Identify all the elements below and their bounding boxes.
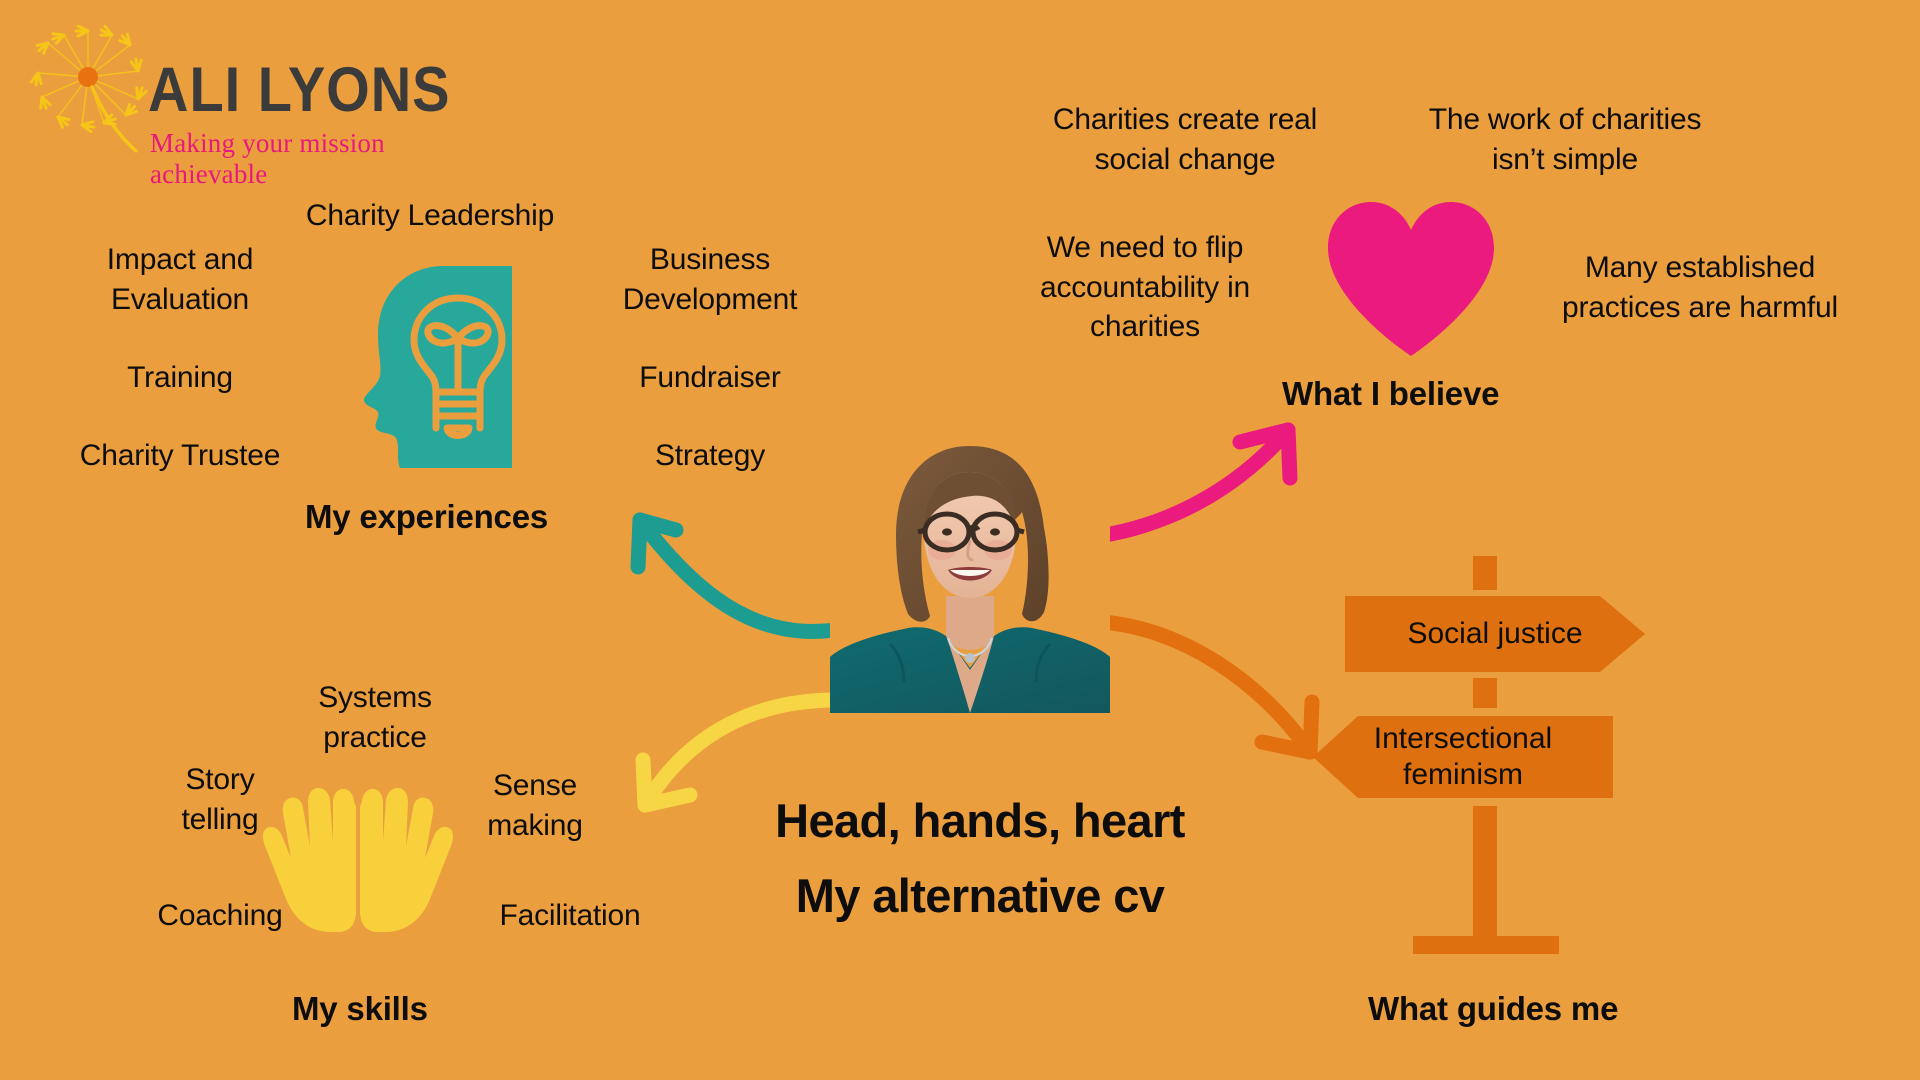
- experience-item-impact-and-evaluation: Impact and Evaluation: [106, 243, 254, 316]
- signpost-icon: Social justice Intersectional feminism: [1313, 548, 1675, 988]
- cluster-heading-skills: My skills: [292, 990, 428, 1027]
- signpost-post-top: [1473, 556, 1497, 590]
- belief-item-not-simple: The work of charities isn’t simple: [1428, 103, 1702, 176]
- open-hands-icon: [258, 780, 458, 940]
- experience-item-training: Training: [127, 361, 233, 394]
- experience-item-strategy: Strategy: [654, 439, 766, 472]
- signpost-post-middle: [1473, 678, 1497, 708]
- experience-item-charity-trustee: Charity Trustee: [79, 439, 281, 472]
- skill-item-sense-making: Sense making: [487, 769, 583, 842]
- portrait-photo: [830, 438, 1110, 713]
- signpost-sign-social-justice[interactable]: Social justice: [1345, 596, 1645, 672]
- experience-item-business-development: Business Development: [622, 243, 798, 316]
- skill-item-systems-practice: Systems practice: [318, 681, 432, 754]
- signpost-base: [1413, 936, 1559, 954]
- belief-item-flip-accountability: We need to flip accountability in charit…: [1039, 231, 1251, 344]
- signpost-sign-intersectional-feminism[interactable]: Intersectional feminism: [1313, 716, 1613, 798]
- brand-tagline: Making your mission achievable: [150, 128, 385, 189]
- brand-name: ALI LYONS: [148, 54, 451, 125]
- skill-item-facilitation: Facilitation: [499, 899, 641, 932]
- skill-item-story-telling: Story telling: [181, 763, 259, 836]
- page-title-line1: Head, hands, heart: [775, 794, 1185, 847]
- experience-item-fundraiser: Fundraiser: [639, 361, 781, 394]
- signpost-sign-label: Intersectional feminism: [1373, 722, 1553, 791]
- experience-item-charity-leadership: Charity Leadership: [305, 199, 555, 232]
- brand-logo: ALI LYONS Making your mission achievable: [29, 24, 460, 189]
- cluster-heading-beliefs: What I believe: [1282, 375, 1500, 412]
- heart-icon: [1322, 198, 1500, 358]
- signpost-sign-label: Social justice: [1407, 617, 1583, 650]
- page-title-line2: My alternative cv: [795, 869, 1165, 922]
- cluster-heading-guides: What guides me: [1368, 990, 1619, 1027]
- belief-item-social-change: Charities create real social change: [1052, 103, 1318, 176]
- cluster-heading-experiences: My experiences: [305, 498, 549, 535]
- dandelion-center: [78, 67, 98, 87]
- signpost-post-bottom: [1473, 806, 1497, 936]
- arrow-to-guides: [1094, 614, 1320, 760]
- arrow-to-experiences: [630, 512, 843, 639]
- head-lightbulb-icon: [352, 262, 512, 472]
- belief-item-harmful-practices: Many established practices are harmful: [1562, 251, 1838, 324]
- skill-item-coaching: Coaching: [157, 899, 283, 932]
- dandelion-icon: [29, 24, 148, 153]
